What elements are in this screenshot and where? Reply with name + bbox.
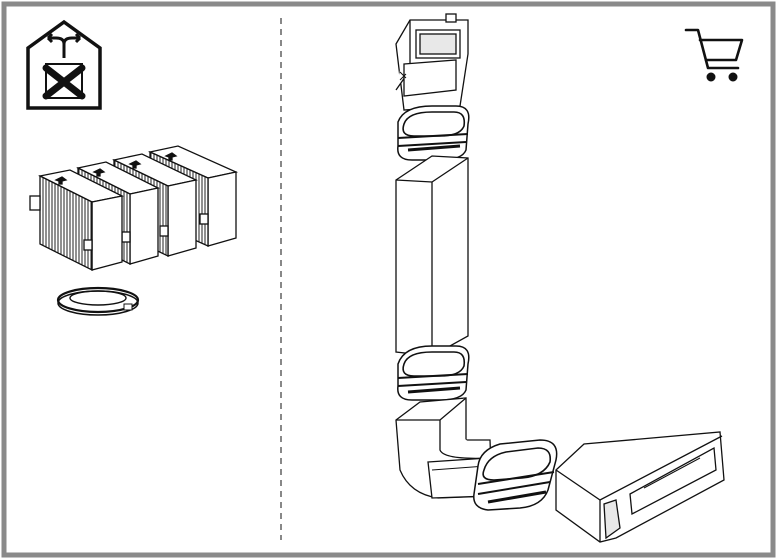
filter-cartridge-1 [29, 169, 124, 272]
straight-flat-duct [395, 155, 469, 357]
charcoal-filter-cartridges [29, 145, 239, 272]
duct-connector-1 [397, 105, 470, 161]
duct-connector-3 [473, 439, 558, 511]
wall-outlet-adapter [395, 13, 469, 111]
no-ducting-house-icon [26, 19, 102, 110]
duct-connector-2 [397, 345, 470, 401]
seal-ring [56, 286, 140, 316]
transition-piece [555, 431, 725, 543]
shopping-cart-icon [684, 28, 744, 82]
elbow-bend [395, 397, 493, 499]
